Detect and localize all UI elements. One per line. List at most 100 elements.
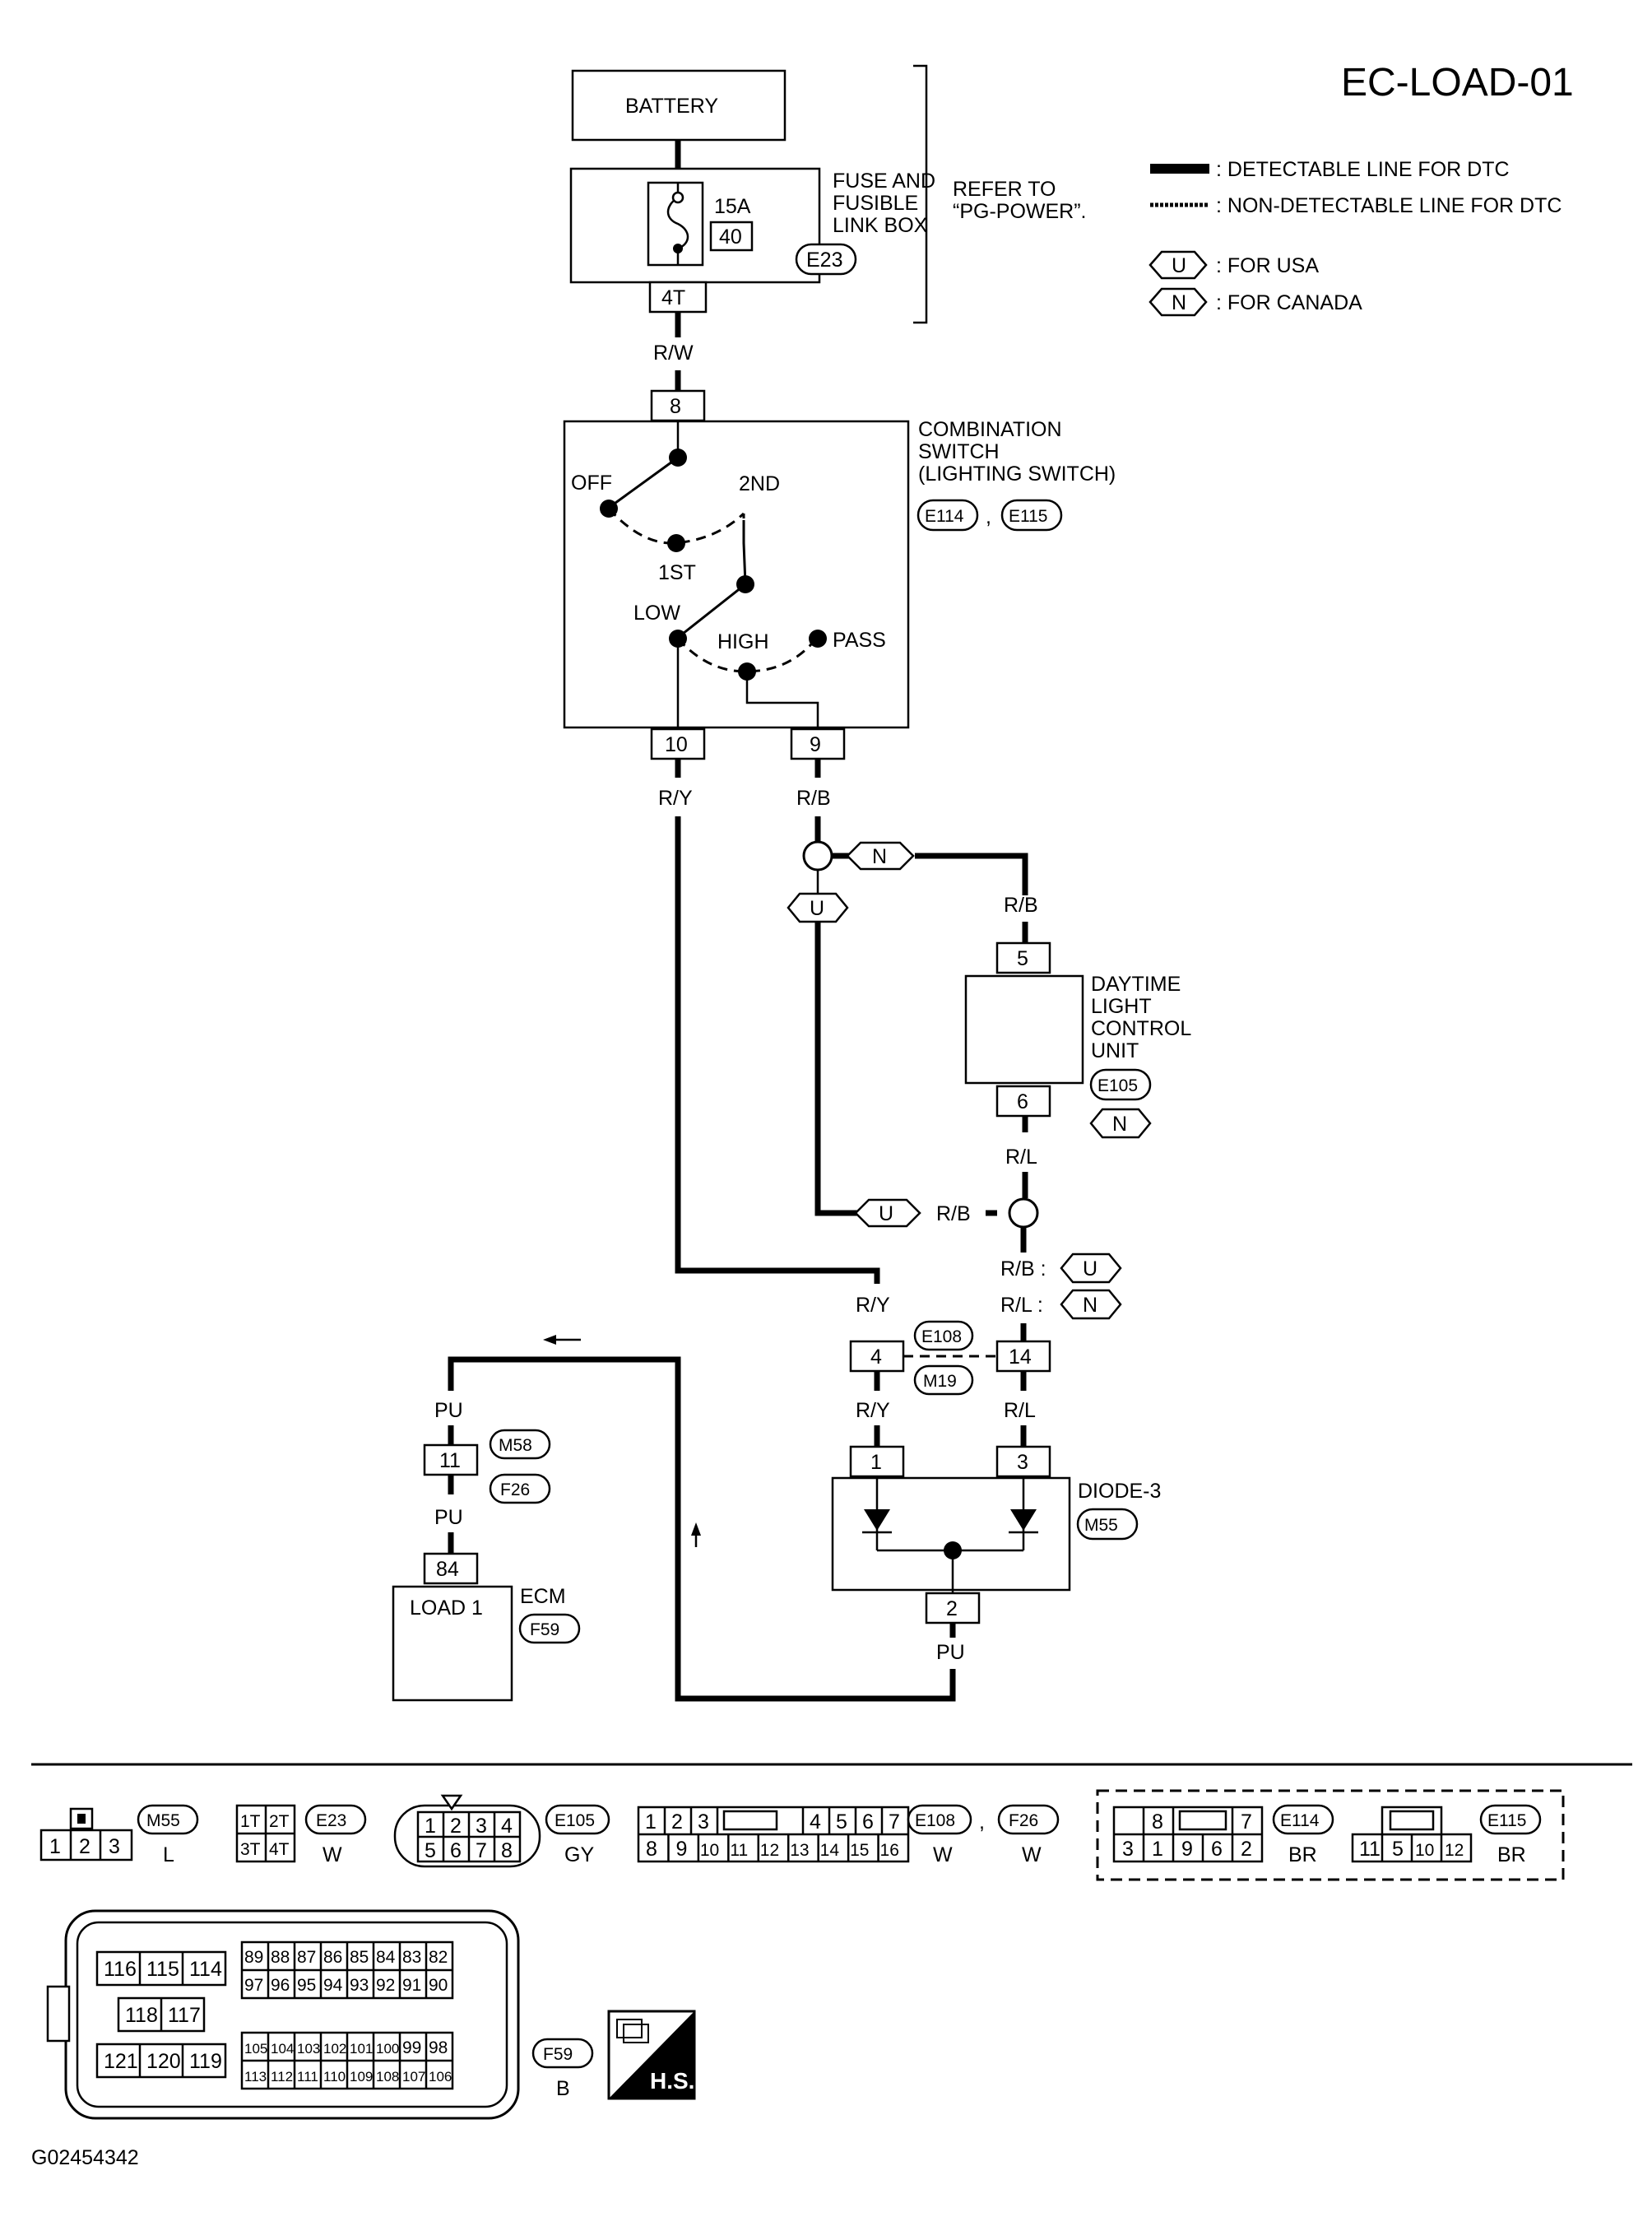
- f59-pin: 109: [350, 2069, 373, 2085]
- svg-text:114: 114: [189, 1958, 222, 1981]
- connector-m55-label: M55: [1084, 1516, 1118, 1535]
- ecm-load-label: LOAD 1: [410, 1597, 483, 1620]
- pos-off: OFF: [571, 472, 612, 495]
- svg-text:117: 117: [168, 2004, 201, 2027]
- wire-ry-label-diode: R/Y: [856, 1399, 890, 1422]
- connector-badge-e105: [1089, 1068, 1152, 1101]
- svg-text:W: W: [933, 1843, 953, 1866]
- wire-pu-label-top: PU: [434, 1399, 463, 1422]
- footer-code: G02454342: [31, 2146, 139, 2169]
- tag-n-side-label: N: [1083, 1294, 1097, 1317]
- f59-pin: 93: [350, 1976, 369, 1995]
- f59-pin: 89: [244, 1948, 263, 1967]
- joint-pin-4: [849, 1340, 905, 1373]
- f59-pin: 99: [402, 2038, 421, 2057]
- connector-f26-label: F26: [500, 1480, 530, 1499]
- legend-usa: : FOR USA: [1216, 254, 1319, 277]
- e108-pin: 3: [698, 1810, 709, 1834]
- connector-badge-m58: [489, 1429, 551, 1460]
- wire-rb-label-top: R/B: [796, 787, 831, 810]
- e108-pin: 2: [671, 1810, 683, 1834]
- wire-rb-label-splice: R/B: [936, 1202, 971, 1225]
- dlc-label-2: LIGHT: [1091, 995, 1152, 1018]
- e108-pin: 13: [790, 1841, 809, 1860]
- f59-pin: 85: [350, 1948, 369, 1967]
- refer-text-2: “PG-POWER”.: [953, 200, 1087, 223]
- svg-text:11: 11: [1359, 1838, 1381, 1861]
- svg-text:1: 1: [425, 1815, 436, 1838]
- wire-ry-label-joint: R/Y: [856, 1294, 890, 1317]
- combination-switch-box: [563, 420, 910, 729]
- f59-pin: 107: [402, 2069, 425, 2085]
- daytime-light-control-unit: [964, 974, 1084, 1085]
- arrow-up-icon: [691, 1522, 701, 1536]
- f59-pin: 112: [271, 2069, 293, 2085]
- e108-pin: 6: [862, 1810, 874, 1834]
- f59-pin: 91: [402, 1976, 421, 1995]
- fuse-label-2: FUSIBLE: [833, 192, 918, 215]
- connector-e105-label: E105: [1097, 1076, 1138, 1095]
- svg-text:BR: BR: [1497, 1843, 1526, 1866]
- f59-pin: 95: [297, 1976, 316, 1995]
- pin-11: [423, 1443, 479, 1476]
- fuse-rating: 15A: [714, 195, 751, 218]
- f59-pin: 108: [376, 2069, 399, 2085]
- legend: : DETECTABLE LINE FOR DTC : NON-DETECTAB…: [1149, 158, 1562, 317]
- wire-pu-label-bottom: PU: [434, 1506, 463, 1529]
- svg-text:E108: E108: [915, 1811, 955, 1830]
- svg-text:1: 1: [49, 1835, 61, 1858]
- pin-11-label: 11: [439, 1449, 461, 1472]
- svg-text:6: 6: [1211, 1838, 1223, 1861]
- tag-n-dlc-label: N: [1112, 1113, 1127, 1136]
- ecm-box: [392, 1585, 513, 1702]
- f59-pin: 98: [429, 2038, 448, 2057]
- f59-pin: 105: [244, 2041, 267, 2057]
- connector-badge-f26: [489, 1473, 551, 1504]
- f59-pin: 96: [271, 1976, 290, 1995]
- svg-text:L: L: [163, 1843, 174, 1866]
- f59-pin: 103: [297, 2041, 320, 2057]
- svg-text:4T: 4T: [269, 1840, 290, 1859]
- refer-text-1: REFER TO: [953, 178, 1056, 201]
- dlc-pin-5: [995, 941, 1051, 974]
- svg-text:,: ,: [979, 1810, 985, 1834]
- ecm-pin-84: [423, 1552, 479, 1585]
- fuse-label-1: FUSE AND: [833, 170, 935, 193]
- f59-pin: 83: [402, 1948, 421, 1967]
- connector-view-e23: 1T 2T 3T 4T E23 W: [235, 1804, 367, 1866]
- f59-pin: 100: [376, 2041, 399, 2057]
- connector-badge-m55: [1076, 1508, 1139, 1541]
- legend-canada-tag: N: [1172, 291, 1186, 314]
- svg-text:B: B: [556, 2077, 570, 2100]
- fuse-number: 40: [719, 225, 742, 249]
- pos-2nd: 2ND: [739, 472, 780, 495]
- battery-label: BATTERY: [625, 95, 718, 118]
- svg-text:6: 6: [450, 1839, 462, 1862]
- connector-badge-m19: [913, 1364, 974, 1396]
- tag-n-side: [1060, 1289, 1122, 1320]
- svg-text:2: 2: [1241, 1838, 1252, 1861]
- fuse-number-box: [709, 221, 754, 252]
- switch-pin-10-label: 10: [665, 733, 688, 756]
- switch-label-1: COMBINATION: [918, 418, 1062, 441]
- wire-rb-colon: R/B :: [1000, 1257, 1046, 1280]
- f59-pin: 106: [429, 2069, 452, 2085]
- f59-pin: 86: [323, 1948, 342, 1967]
- f59-pin: 101: [350, 2041, 373, 2057]
- svg-text:3: 3: [476, 1815, 487, 1838]
- connector-badge-e23: [795, 243, 857, 276]
- svg-text:1: 1: [1152, 1838, 1163, 1861]
- connector-view-e105: 1 2 3 4 5 6 7 8 E105 GY: [393, 1794, 610, 1868]
- diagram-title: EC-LOAD-01: [1341, 61, 1574, 105]
- diode-label: DIODE-3: [1078, 1480, 1161, 1503]
- svg-text:2: 2: [79, 1835, 90, 1858]
- connector-e108-label: E108: [921, 1327, 962, 1346]
- f59-pin: 111: [297, 2069, 318, 2085]
- svg-text:F26: F26: [1009, 1811, 1038, 1830]
- diode-pin-1: [849, 1445, 905, 1478]
- svg-text:3T: 3T: [240, 1840, 261, 1859]
- svg-text:E115: E115: [1487, 1811, 1527, 1830]
- tag-u-bottom: [854, 1198, 921, 1228]
- connector-badge-e114: [916, 499, 979, 532]
